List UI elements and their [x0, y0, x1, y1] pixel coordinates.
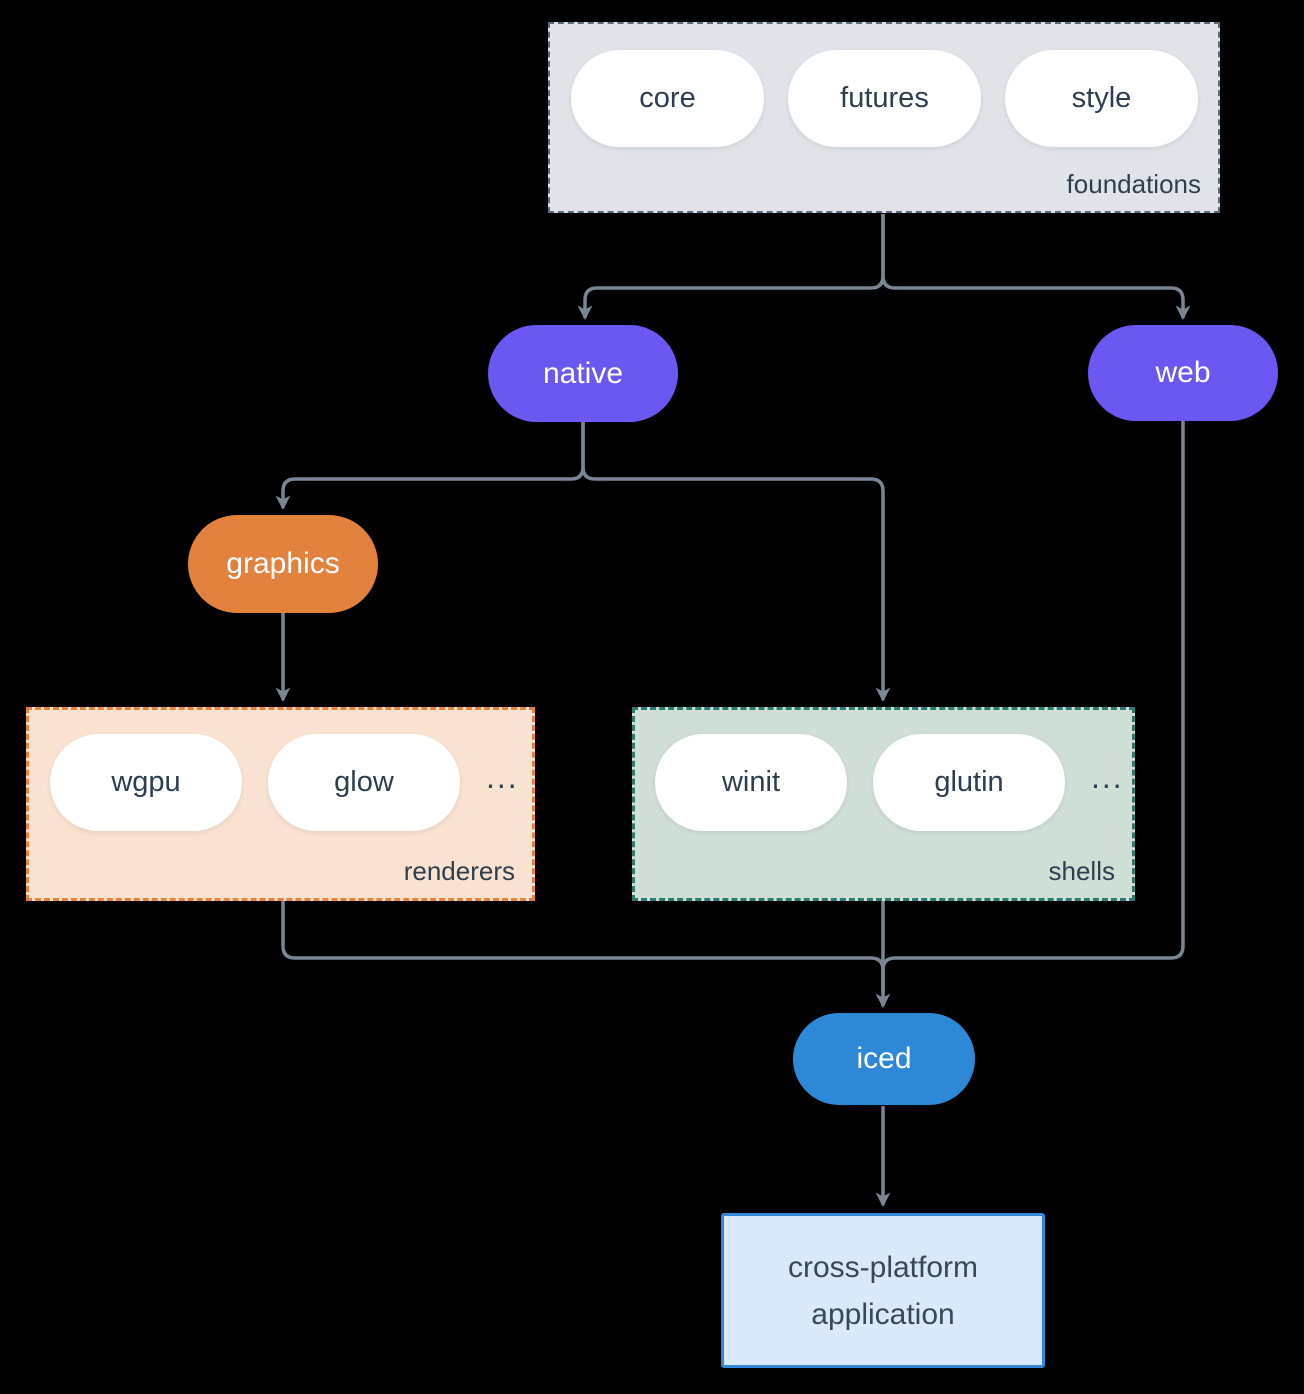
shells-ellipsis: ... — [1091, 759, 1124, 795]
connector-foundations-native — [577, 214, 885, 320]
renderers-group-label: renderers — [403, 856, 515, 886]
foundations-group: core futures style foundations — [548, 22, 1220, 213]
node-web: web — [1088, 325, 1278, 421]
connector-native-graphics — [275, 422, 585, 510]
application-label-line2: application — [811, 1297, 955, 1331]
shells-pill-row: winit glutin ... — [635, 710, 1132, 831]
application-label-line1: cross-platform — [787, 1250, 979, 1284]
node-graphics: graphics — [188, 515, 378, 613]
node-style: style — [1005, 50, 1198, 147]
connector-native-shells — [581, 422, 891, 702]
node-iced: iced — [793, 1013, 975, 1105]
node-native: native — [488, 325, 678, 422]
foundations-group-label: foundations — [1066, 169, 1201, 199]
node-cross-platform-application: cross-platform application — [721, 1213, 1045, 1368]
node-winit: winit — [655, 734, 847, 831]
renderers-ellipsis: ... — [486, 759, 519, 795]
node-futures: futures — [788, 50, 981, 147]
foundations-pill-row: core futures style — [550, 24, 1218, 147]
shells-group: winit glutin ... shells — [632, 707, 1135, 901]
renderers-group: wgpu glow ... renderers — [26, 707, 535, 901]
node-glow: glow — [268, 734, 460, 831]
renderers-pill-row: wgpu glow ... — [29, 710, 532, 831]
shells-group-label: shells — [1048, 856, 1115, 886]
node-core: core — [571, 50, 764, 147]
node-wgpu: wgpu — [50, 734, 242, 831]
connector-renderers-iced — [281, 901, 885, 992]
connector-foundations-web — [881, 214, 1191, 320]
node-glutin: glutin — [873, 734, 1065, 831]
